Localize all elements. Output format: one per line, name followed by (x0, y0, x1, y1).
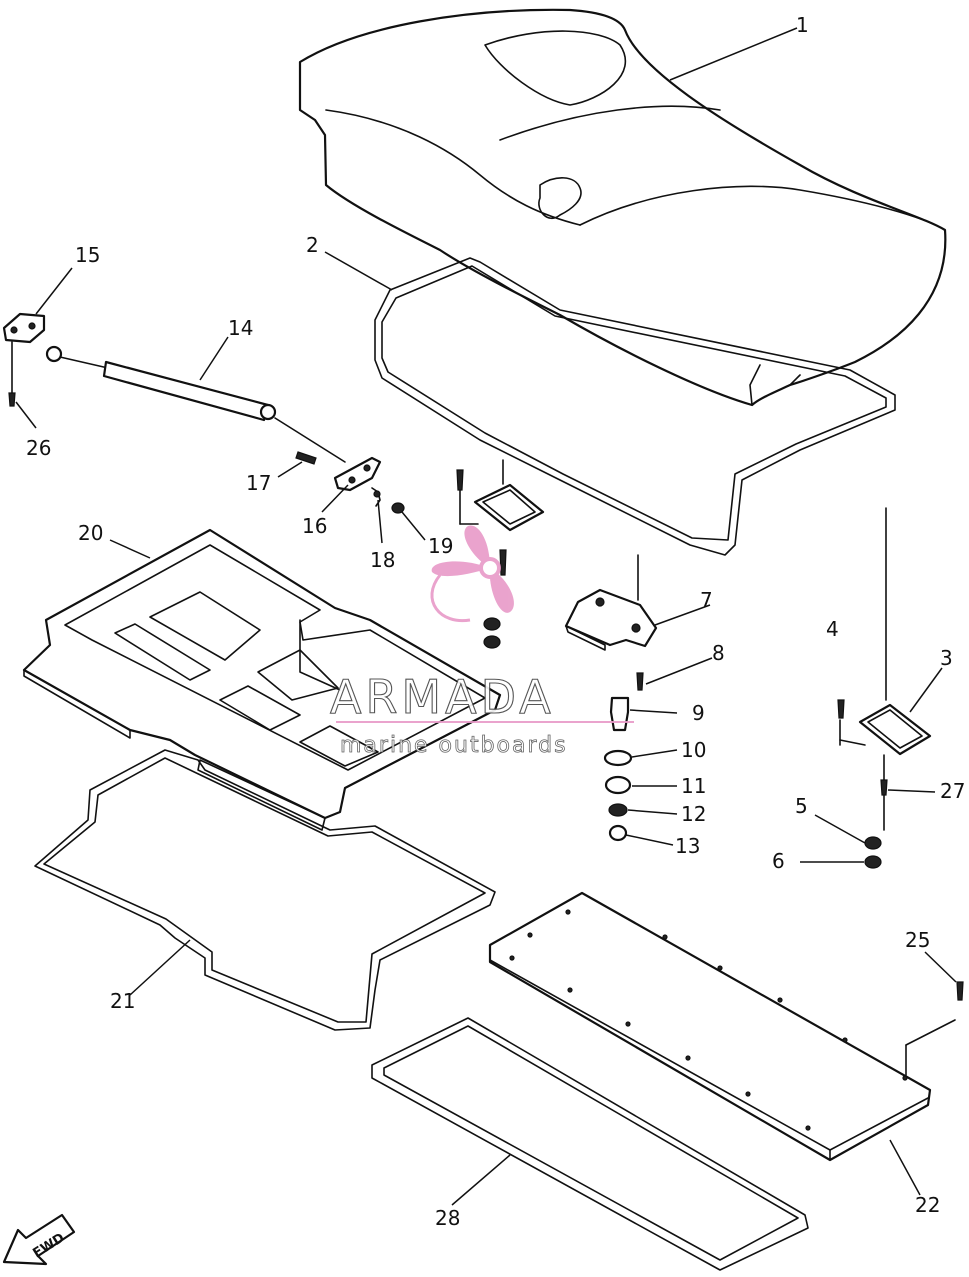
callout-numbers: 1 2 3 4 5 6 7 8 9 10 11 12 13 14 15 16 1… (26, 13, 965, 1230)
callout-3: 3 (940, 646, 953, 670)
callout-25: 25 (905, 928, 930, 952)
bracket-part-16 (333, 456, 382, 492)
storage-tray-part-20 (22, 528, 502, 831)
callout-6: 6 (772, 849, 785, 873)
callout-26: 26 (26, 436, 51, 460)
lock-part-3 (837, 507, 932, 869)
callout-13: 13 (675, 834, 700, 858)
seat-seal-gasket-part (374, 257, 896, 556)
lid-gasket-part-28 (371, 1017, 809, 1271)
watermark-tagline: marine outboards (340, 733, 568, 758)
callout-7: 7 (700, 588, 713, 612)
callout-9: 9 (692, 701, 705, 725)
seat-cushion-part (298, 8, 947, 407)
callout-10: 10 (681, 738, 706, 762)
tray-gasket-part-21 (34, 749, 496, 1031)
callout-22: 22 (915, 1193, 940, 1217)
callout-15: 15 (75, 243, 100, 267)
bracket-part-15 (2, 312, 46, 407)
leader-lines (15, 27, 957, 1206)
callout-28: 28 (435, 1206, 460, 1230)
callout-27: 27 (940, 779, 965, 803)
callout-11: 11 (681, 774, 706, 798)
arrow-icon (2, 1213, 76, 1266)
bracket-part-7 (564, 554, 658, 651)
callout-2: 2 (306, 233, 319, 257)
callout-21: 21 (110, 989, 135, 1013)
nut-part-19 (391, 502, 405, 514)
armada-watermark: ARMADA marine outboards (329, 525, 634, 758)
damper-part-14 (45, 345, 346, 463)
callout-19: 19 (428, 534, 453, 558)
callout-4: 4 (826, 617, 839, 641)
propeller-logo-icon (430, 525, 514, 623)
callout-16: 16 (302, 514, 327, 538)
forward-direction-marker: FWD (2, 1213, 76, 1266)
callout-12: 12 (681, 802, 706, 826)
callout-8: 8 (712, 641, 725, 665)
callout-20: 20 (78, 521, 103, 545)
panel-screw-holes (509, 909, 908, 1131)
callout-1: 1 (796, 13, 809, 37)
lid-panel-part-22 (488, 891, 964, 1162)
watermark-brand: ARMADA (330, 670, 555, 724)
callout-18: 18 (370, 548, 395, 572)
callout-14: 14 (228, 316, 253, 340)
hinge-part-center (456, 459, 545, 649)
callout-5: 5 (795, 794, 808, 818)
bolt-part-17 (295, 451, 317, 465)
callout-17: 17 (246, 471, 271, 495)
